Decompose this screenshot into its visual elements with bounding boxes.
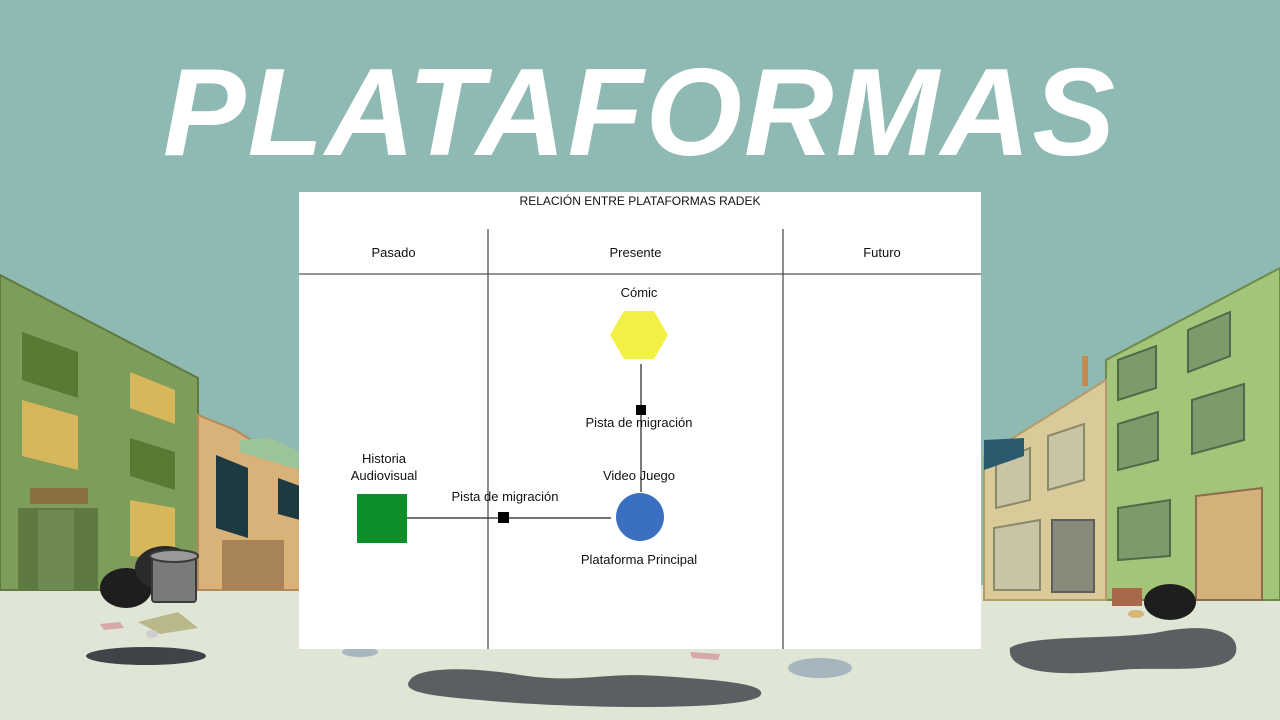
edge-label-horizontal: Pista de migración xyxy=(451,489,559,504)
node-label-historia-line1: Historia xyxy=(361,451,407,466)
node-label-plataforma-principal: Plataforma Principal xyxy=(580,552,698,567)
edge-label-vertical: Pista de migración xyxy=(585,415,693,430)
puddle-right xyxy=(1009,628,1237,674)
principal-circle-node xyxy=(616,493,664,541)
column-header-presente: Presente xyxy=(609,245,662,260)
node-label-video-juego: Video Juego xyxy=(602,468,676,483)
edge-horizontal-marker xyxy=(498,512,509,523)
edge-vertical-marker xyxy=(636,405,646,415)
column-header-pasado: Pasado xyxy=(371,245,416,260)
diagram-graphics xyxy=(299,229,981,649)
page-title: PLATAFORMAS xyxy=(162,44,1118,182)
column-header-futuro: Futuro xyxy=(863,245,901,260)
platform-relation-diagram: RELACIÓN ENTRE PLATAFORMAS RADEK Pasado … xyxy=(299,192,981,649)
manhole-cover xyxy=(86,647,206,665)
node-label-historia-line2: Audiovisual xyxy=(350,468,418,483)
diagram-title: RELACIÓN ENTRE PLATAFORMAS RADEK xyxy=(519,194,761,208)
node-label-comic: Cómic xyxy=(620,285,658,300)
comic-hexagon-node xyxy=(610,311,668,359)
puddle-center xyxy=(408,669,762,707)
historia-square-node xyxy=(357,494,407,543)
